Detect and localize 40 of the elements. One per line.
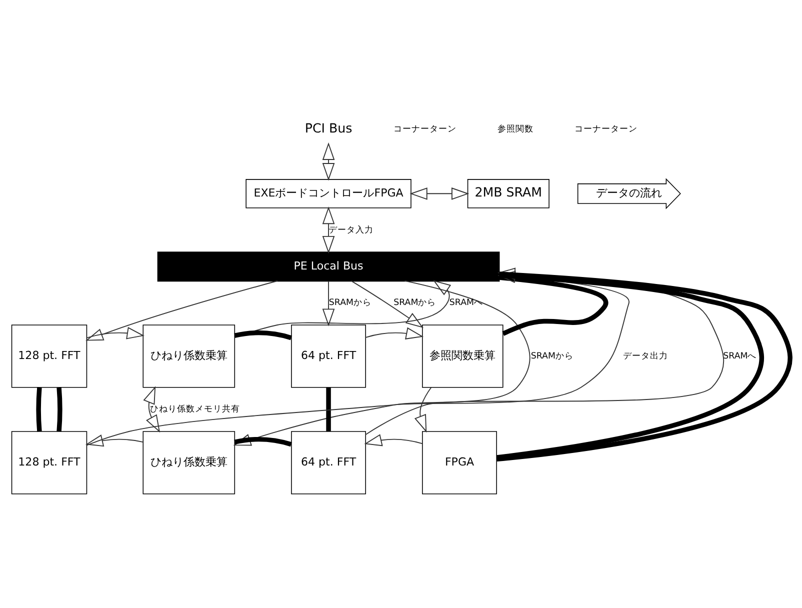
node-box: ひねり係数乗算 (142, 324, 236, 388)
edge-label: SRAMから (328, 298, 372, 308)
edge-label: SRAMへ (723, 350, 757, 361)
node-box: 64 pt. FFT (291, 324, 366, 388)
arrow (322, 206, 335, 254)
node-box: ひねり係数乗算 (142, 430, 236, 494)
label: 参照関数 (498, 124, 534, 134)
arrow (86, 326, 144, 339)
arrow (350, 280, 424, 328)
label: コーナーターン (574, 124, 638, 134)
edge-label: SRAMから (530, 350, 574, 361)
node-box: 64 pt. FFT (291, 430, 366, 494)
arrow (86, 434, 144, 446)
node-box: 参照関数乗算 (422, 324, 504, 388)
edge-label: データ入力 (328, 225, 374, 236)
node-box: PE Local Bus (157, 251, 500, 282)
connector (234, 330, 292, 340)
connector (234, 436, 292, 446)
arrow (322, 142, 335, 180)
node-box: EXEボードコントロールFPGA (246, 178, 412, 208)
connector (36, 386, 42, 432)
node-text: PCI Bus (304, 120, 352, 135)
edge-label: ひねり係数メモリ共有 (150, 404, 240, 414)
edge-label: データ出力 (622, 350, 668, 361)
legend-label: データの流れ (596, 186, 662, 200)
connector (56, 386, 62, 432)
label: コーナーターン (393, 124, 456, 134)
node-box: 128 pt. FFT (11, 430, 88, 494)
edge-label: SRAMから (394, 298, 436, 308)
arrow (143, 386, 160, 432)
node-box: FPGA (422, 430, 497, 494)
arrow (410, 186, 470, 200)
arrow (364, 434, 423, 446)
arrow (414, 386, 432, 432)
arrow (322, 280, 335, 326)
node-box: 2MB SRAM (467, 178, 550, 208)
node-box: 128 pt. FFT (11, 324, 88, 388)
connector (326, 387, 331, 431)
arrow (86, 280, 278, 340)
arrow (365, 326, 424, 339)
